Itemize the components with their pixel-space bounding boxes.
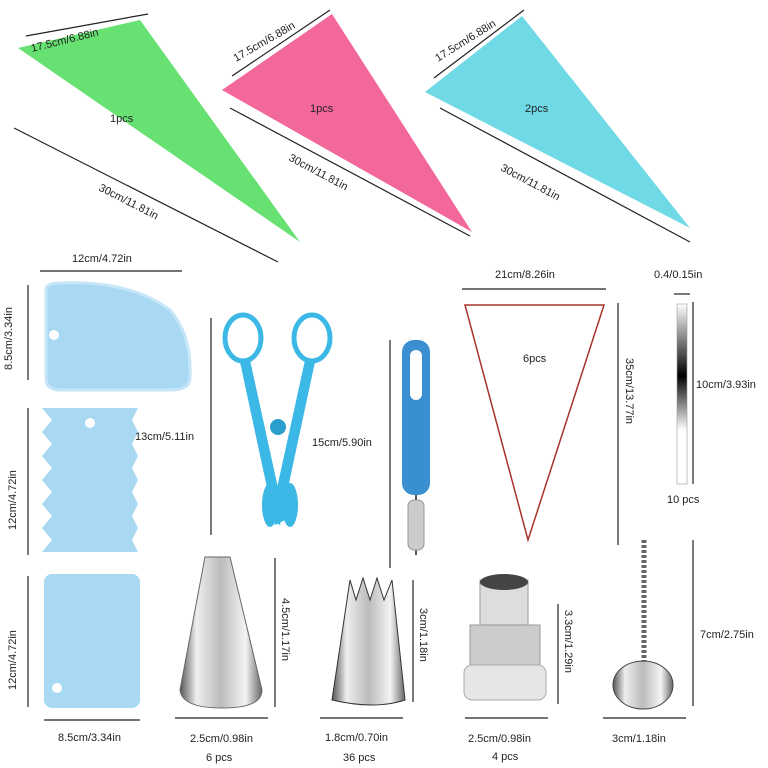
piping-bag-teal: 17.5cm/6.88in 2pcs 30cm/11.81in: [425, 9, 691, 243]
small-nozzle-height-label: 3cm/1.18in: [417, 608, 429, 662]
large-nozzle-width-label: 2.5cm/0.98in: [190, 733, 253, 745]
small-nozzle-width-label: 1.8cm/0.70in: [325, 732, 388, 744]
large-nozzle-count-label: 6 pcs: [206, 752, 233, 764]
bag-count-label: 1pcs: [310, 103, 334, 115]
flower-nail: 7cm/2.75in 3cm/1.18in: [603, 540, 754, 745]
disposable-bag-count-label: 6pcs: [523, 353, 547, 365]
disposable-bag-height-label: 35cm/13.77in: [623, 358, 635, 424]
twist-ties: 0.4/0.15in 10cm/3.93in 10 pcs: [654, 269, 756, 506]
flower-nail-width-label: 3cm/1.18in: [612, 733, 666, 745]
bag-length-label: 30cm/11.81in: [97, 182, 161, 222]
scraper-round: 12cm/4.72in 8.5cm/3.34in: [3, 253, 192, 392]
disposable-bag-width-label: 21cm/8.26in: [495, 269, 555, 281]
large-nozzle: 4.5cm/1.17in 2.5cm/0.98in 6 pcs: [175, 556, 291, 764]
scraper-width-label: 8.5cm/3.34in: [58, 732, 121, 744]
brush-height-label: 15cm/5.90in: [312, 437, 372, 449]
scissors-height-label: 13cm/5.11in: [135, 431, 194, 443]
scraper-height-label: 12cm/4.72in: [7, 470, 19, 530]
coupler-height-label: 3.3cm/1.29in: [562, 610, 574, 673]
coupler: 3.3cm/1.29in 2.5cm/0.98in 4 pcs: [463, 574, 574, 763]
flower-nail-height-label: 7cm/2.75in: [700, 629, 754, 641]
coupler-width-label: 2.5cm/0.98in: [468, 733, 531, 745]
coupler-count-label: 4 pcs: [492, 751, 519, 763]
tie-height-label: 10cm/3.93in: [696, 379, 756, 391]
bag-count-label: 1pcs: [110, 113, 134, 125]
tie-width-label: 0.4/0.15in: [654, 269, 702, 281]
large-nozzle-height-label: 4.5cm/1.17in: [279, 598, 291, 661]
cleaning-brush: 15cm/5.90in: [312, 340, 430, 568]
small-nozzle-count-label: 36 pcs: [343, 752, 376, 764]
scraper-width-label: 12cm/4.72in: [72, 253, 132, 265]
tie-count-label: 10 pcs: [667, 494, 700, 506]
scraper-serrated: 12cm/4.72in 13cm/5.11in: [7, 408, 194, 555]
small-nozzle: 3cm/1.18in 1.8cm/0.70in 36 pcs: [320, 576, 429, 764]
scraper-height-label: 8.5cm/3.34in: [3, 307, 15, 370]
disposable-bag: 21cm/8.26in 6pcs 35cm/13.77in: [462, 269, 635, 545]
bag-length-label: 30cm/11.81in: [287, 152, 350, 193]
scraper-height-label: 12cm/4.72in: [7, 630, 19, 690]
bag-count-label: 2pcs: [525, 103, 549, 115]
scraper-rectangle: 12cm/4.72in 8.5cm/3.34in: [7, 574, 140, 744]
scissors-lifter: [210, 312, 333, 535]
